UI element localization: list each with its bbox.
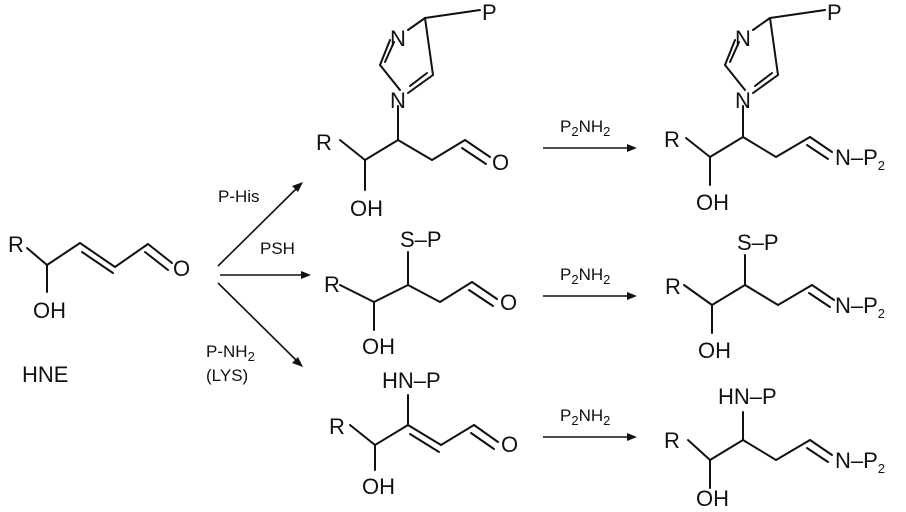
his-O: O	[492, 150, 509, 175]
reagent-p2nh2-1: P2NH2	[560, 117, 610, 139]
his-schiff-product: N N P R OH N–P2	[664, 0, 885, 215]
his2-N-bottom: N	[735, 88, 751, 113]
his-R: R	[316, 130, 332, 155]
lys-O: O	[501, 432, 518, 457]
thiol-SP: S–P	[400, 227, 442, 252]
his2-P: P	[827, 0, 842, 25]
lys-adduct: HN–P R OH O	[329, 368, 518, 499]
thiol2-OH: OH	[698, 338, 731, 363]
thiol-adduct: S–P R OH O	[324, 227, 517, 359]
hne-structure: R OH O HNE	[8, 232, 190, 387]
lys-OH: OH	[362, 474, 395, 499]
his2-R: R	[664, 127, 680, 152]
hne-label: HNE	[22, 362, 68, 387]
his-N-bottom: N	[390, 88, 406, 113]
his-OH: OH	[350, 196, 383, 221]
lys-schiff-product: HN–P R OH N–P2	[664, 384, 885, 511]
p2nh2-arrows: P2NH2 P2NH2 P2NH2	[543, 117, 637, 441]
lys-R: R	[329, 414, 345, 439]
thiol2-NP2: N–P2	[835, 293, 885, 321]
hne-R: R	[8, 232, 24, 257]
reagent-psh: PSH	[260, 239, 295, 258]
reagent-p2nh2-2: P2NH2	[560, 265, 610, 287]
thiol-O: O	[500, 290, 517, 315]
thiol-OH: OH	[362, 334, 395, 359]
reagent-his: P-His	[218, 187, 260, 206]
hne-OH: OH	[33, 298, 66, 323]
thiol-R: R	[324, 272, 340, 297]
lys2-R: R	[664, 428, 680, 453]
lys2-OH: OH	[696, 486, 729, 511]
lys2-NP2: N–P2	[835, 448, 885, 476]
reagent-lys: (LYS)	[206, 366, 248, 385]
branch-arrows: P-His PSH P-NH2 (LYS)	[206, 182, 311, 385]
his2-NP2: N–P2	[835, 145, 885, 173]
his-N-top: N	[390, 26, 406, 51]
his-P: P	[482, 0, 497, 25]
his-adduct: N N P R OH O	[316, 0, 509, 221]
thiol2-R: R	[665, 274, 681, 299]
his2-OH: OH	[696, 190, 729, 215]
reagent-p2nh2-3: P2NH2	[560, 406, 610, 428]
lys2-HNP: HN–P	[718, 384, 777, 409]
his2-N-top: N	[735, 26, 751, 51]
hne-O: O	[173, 256, 190, 281]
thiol2-SP: S–P	[737, 230, 779, 255]
thiol-schiff-product: S–P R OH N–P2	[665, 230, 885, 363]
lys-HNP: HN–P	[382, 368, 441, 393]
reagent-pnh2: P-NH2	[206, 342, 255, 364]
